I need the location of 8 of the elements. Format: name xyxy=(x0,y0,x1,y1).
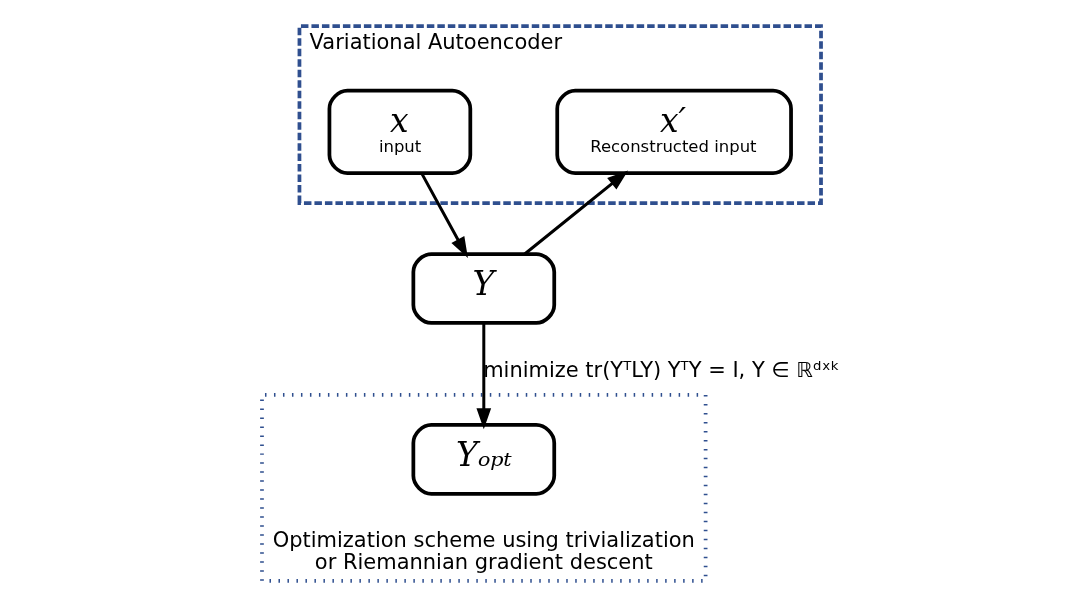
edge-label: minimize tr(YᵀLY) YᵀY = I, Y ∈ ℝᵈˣᵏ xyxy=(483,358,840,383)
arrow xyxy=(420,172,468,258)
node-box: x input xyxy=(327,88,473,175)
node-box: x′ Reconstructed input xyxy=(555,88,793,175)
node-box: Y xyxy=(411,252,557,325)
arrow xyxy=(476,323,492,430)
node-box: Yₒₚₜ xyxy=(411,423,557,496)
arrow xyxy=(523,170,629,256)
